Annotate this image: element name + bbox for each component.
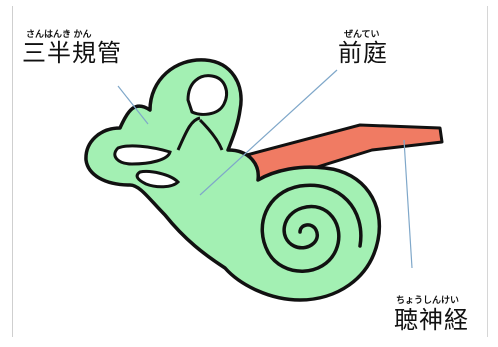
canal-curve-2: [198, 118, 224, 151]
diagram-frame: [12, 6, 488, 337]
semicircular-canals-leader: [117, 85, 149, 125]
superior-canal-hole: [186, 74, 228, 116]
cochlea-spiral: [260, 183, 363, 273]
auditory-nerve-reading: ちょうしんけい: [396, 295, 460, 305]
canal-curve: [176, 116, 201, 151]
labyrinth-body: [84, 58, 381, 302]
vestibule-reading: ぜんてい: [344, 29, 380, 39]
lateral-canal-hole: [135, 170, 181, 189]
vestibule-leader: [199, 69, 338, 196]
posterior-canal-hole: [113, 144, 172, 166]
auditory-nerve-leader: [403, 139, 413, 269]
auditory-nerve-label: 聴神経: [394, 307, 469, 334]
semicircular-canals-reading: さんはんき かん: [26, 29, 92, 39]
semicircular-canals-label: 三半規管: [22, 40, 122, 67]
vestibule-label: 前庭: [338, 40, 388, 67]
